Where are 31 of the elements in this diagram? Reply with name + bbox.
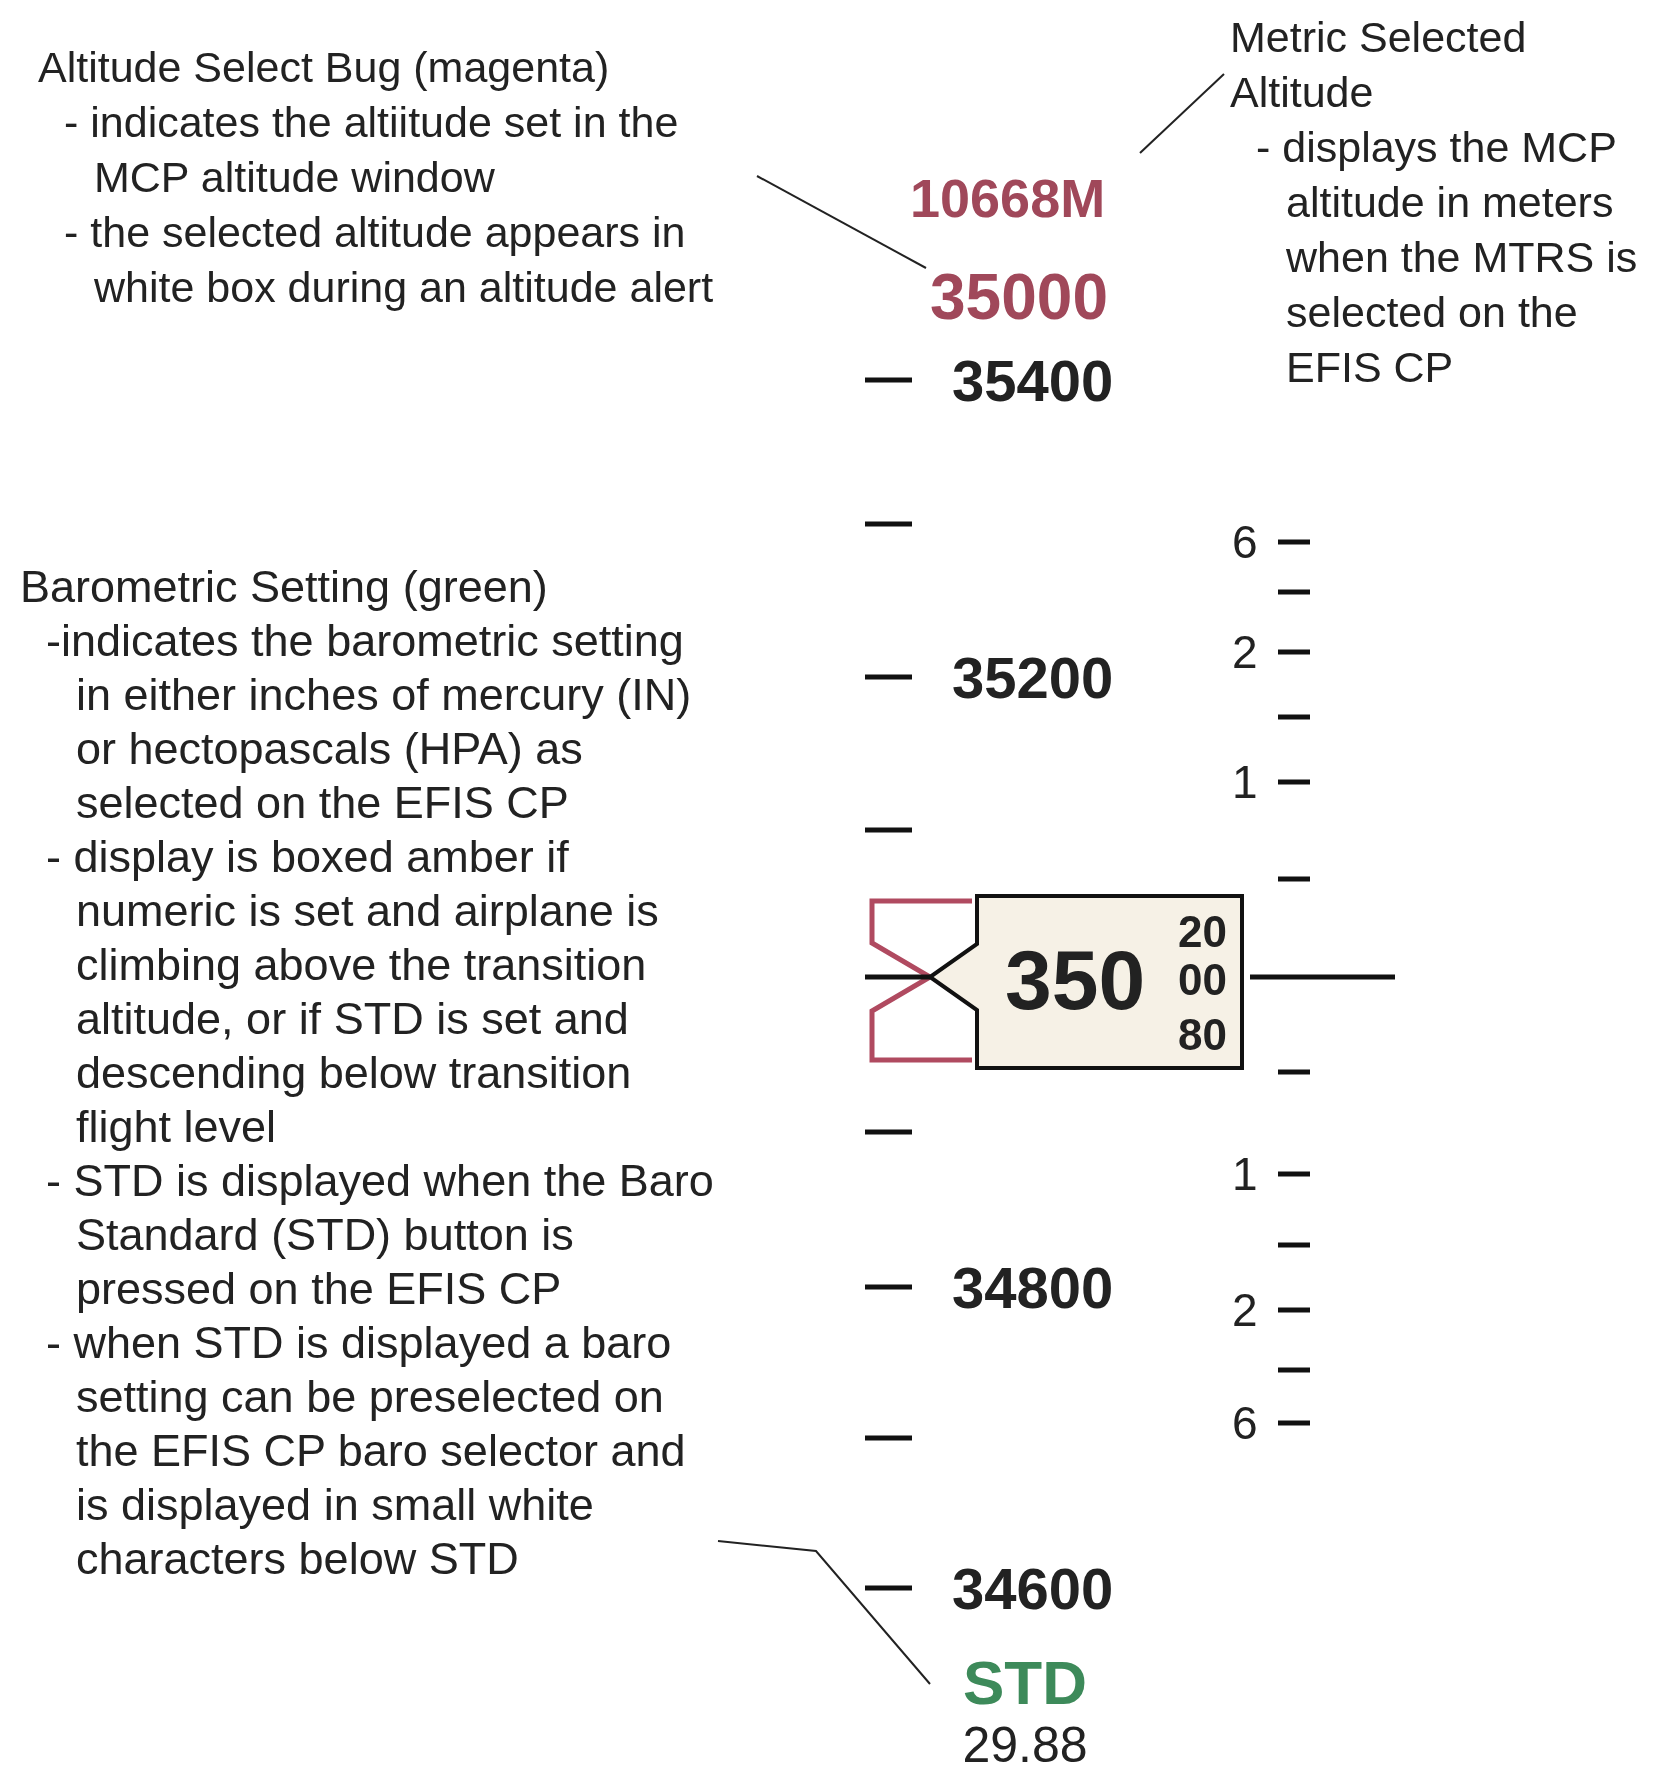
altitude-drum-digits: 00 xyxy=(1178,955,1227,1005)
metric-scale-number: 2 xyxy=(1232,1283,1258,1337)
metric-scale-number: 6 xyxy=(1232,515,1258,569)
leader-line xyxy=(1139,73,1225,154)
altitude-scale-number: 35400 xyxy=(952,346,1114,414)
callout-bullet: - STD is displayed when the Baro Standard (STD) button is pressed on the EFIS CP xyxy=(45,1154,715,1316)
altitude-drum-digits: 80 xyxy=(1178,1010,1227,1060)
callout-bullet: - the selected altitude appears in white box during an altitude alert xyxy=(63,207,715,313)
callout-heading: Barometric Setting (green) xyxy=(20,560,549,614)
altitude-scale-number: 35200 xyxy=(952,643,1114,711)
callout-bullet: - when STD is displayed a baro setting can be preselected on the EFIS CP baro selector and is displayed in small white characters below STD xyxy=(45,1316,687,1586)
altitude-scale-number: 34800 xyxy=(952,1253,1114,1321)
leader-line xyxy=(717,1540,931,1685)
callout-bullet: - displays the MCP altitude in meters when the MTRS is selected on the EFIS CP xyxy=(1255,122,1639,393)
baro-mode-readout: STD xyxy=(962,1650,1088,1716)
metric-scale-number: 2 xyxy=(1232,625,1258,679)
callout-heading: Metric Selected Altitude xyxy=(1230,12,1528,118)
selected-altitude-readout: 35000 xyxy=(930,260,1108,334)
leader-line xyxy=(756,175,927,269)
altitude-drum-digits: 20 xyxy=(1178,907,1227,957)
callout-bullet: - indicates the altiitude set in the MCP altitude window xyxy=(63,97,680,203)
callout-heading: Altitude Select Bug (magenta) xyxy=(38,42,611,93)
metric-scale-number: 1 xyxy=(1232,755,1258,809)
metric-altitude-readout: 10668M xyxy=(910,167,1106,229)
metric-scale-number: 1 xyxy=(1232,1147,1258,1201)
callout-bullet: - display is boxed amber if numeric is set and airplane is climbing above the transition altitude, or if STD is set and descending below transition flight level xyxy=(45,830,660,1154)
current-altitude-readout: 350 xyxy=(1005,931,1146,1029)
metric-scale-number: 6 xyxy=(1232,1396,1258,1450)
baro-setting-readout: 29.88 xyxy=(961,1716,1089,1774)
altitude-scale-number: 34600 xyxy=(952,1554,1114,1622)
callout-bullet: -indicates the barometric setting in either inches of mercury (IN) or hectopascals (HPA) as selected on the EFIS CP xyxy=(45,614,693,830)
